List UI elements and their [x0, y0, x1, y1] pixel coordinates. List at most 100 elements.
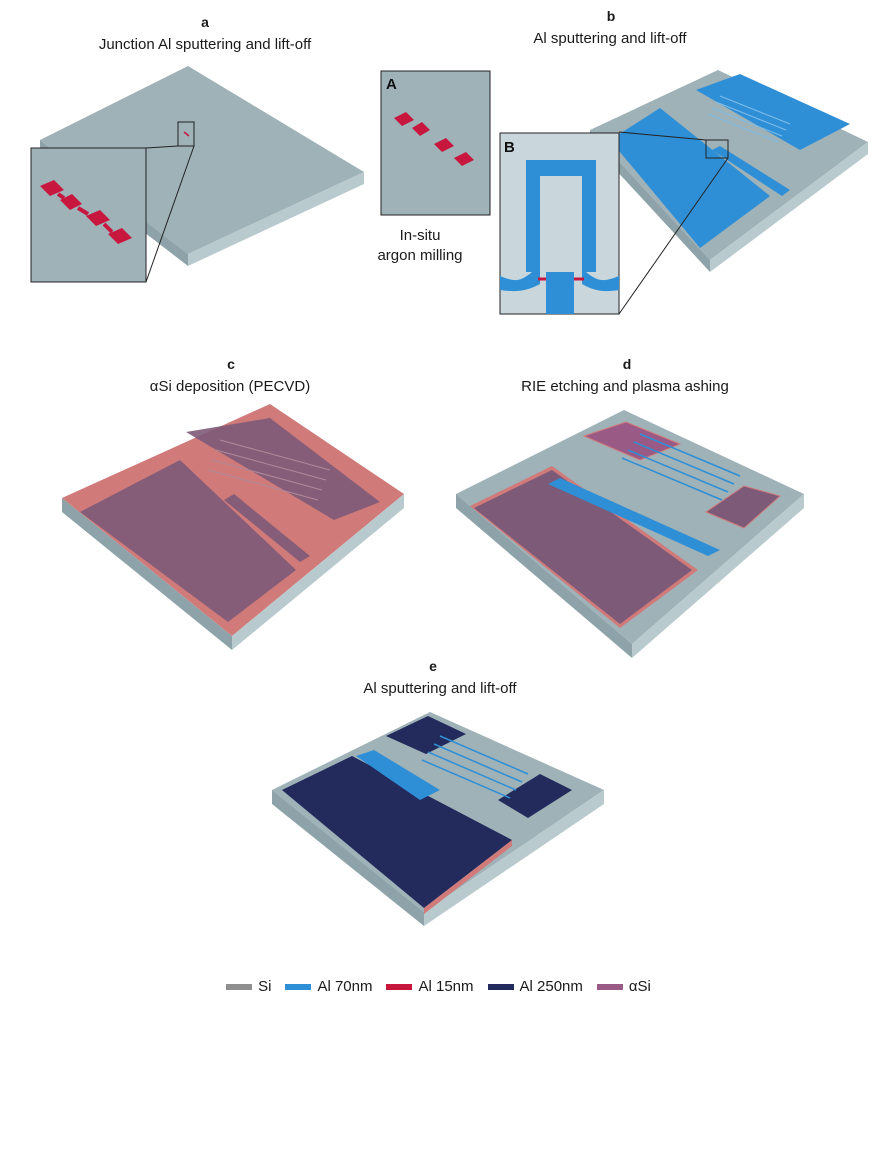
panel-d-large-pad-asi	[474, 470, 692, 624]
panel-e-top-pad	[386, 716, 466, 754]
finger	[439, 735, 529, 775]
finger	[421, 759, 511, 799]
legend-item-al15: Al 15nm	[386, 978, 474, 995]
legend-item-si: Si	[226, 978, 271, 995]
panel-a-chip	[30, 66, 364, 283]
panel-d-chip-front	[632, 494, 804, 658]
panel-e-feedline	[356, 750, 440, 800]
panel-c-chip-front	[232, 494, 404, 650]
panel-c-feedline	[224, 494, 310, 562]
legend-item-al70: Al 70nm	[285, 978, 372, 995]
legend-swatch-asi	[596, 983, 623, 990]
panel-a-chip-top	[40, 66, 364, 254]
inset-a-pad-4	[454, 152, 474, 166]
panel-e-right-pad	[498, 774, 572, 818]
inset-a-pads	[394, 112, 474, 166]
panel-b-chip-left	[590, 130, 710, 272]
legend-label-al70: Al 70nm	[317, 978, 373, 995]
panel-a-zoom-line-top	[145, 145, 179, 149]
finger	[621, 457, 723, 501]
legend-label-al250: Al 250nm	[519, 978, 583, 995]
panel-d-right-pad	[704, 485, 782, 529]
inset-b-squid-loop	[526, 160, 596, 272]
bridge-2	[76, 206, 90, 216]
panel-a-chip-front	[188, 172, 364, 266]
inset-a-label: A	[386, 76, 397, 93]
legend-swatch-al15	[386, 983, 413, 990]
legend-swatch-al250	[487, 983, 514, 990]
panel-c-capacitor-fingers	[207, 439, 331, 501]
panel-a-inset	[30, 147, 147, 283]
finger	[433, 743, 523, 783]
legend-swatch-si	[226, 983, 253, 990]
panel-b-letter: b	[606, 8, 616, 24]
panel-d-capacitor-fingers	[621, 433, 741, 501]
panel-b-inset-a: A	[380, 70, 491, 216]
panel-e-large-pad	[282, 756, 512, 908]
panel-c-letter: c	[227, 356, 235, 372]
panel-a-zoom-line-bottom	[145, 145, 195, 283]
finger	[207, 469, 319, 501]
panel-b-inset-b: B	[499, 132, 620, 315]
finger	[219, 439, 331, 471]
pad-4	[108, 228, 132, 244]
legend-item-asi: αSi	[596, 978, 651, 995]
inset-b-label: B	[504, 139, 515, 156]
panel-d-title: RIE etching and plasma ashing	[521, 378, 729, 395]
finger	[633, 441, 735, 485]
panel-d-chip	[456, 410, 804, 658]
legend-swatch-al70	[285, 983, 312, 990]
panel-c-title: αSi deposition (PECVD)	[149, 378, 311, 395]
pad-1	[40, 180, 64, 196]
inset-a-pad-1	[394, 112, 414, 126]
panel-e-chip-left	[272, 790, 424, 926]
panel-b-title: Al sputtering and lift-off	[533, 30, 687, 47]
argon-note-line1: In-situ	[399, 227, 441, 244]
finger	[211, 459, 323, 491]
panel-b-zoom-line-top	[618, 131, 707, 141]
inset-a-pad-3	[434, 138, 454, 152]
panel-e-chip-front	[424, 790, 604, 926]
panel-c-chip-left	[62, 498, 232, 650]
legend-label-si: Si	[258, 978, 272, 995]
inset-b-right-lead	[582, 272, 619, 292]
pad-3	[86, 210, 110, 226]
legend-item-al250: Al 250nm	[487, 978, 583, 995]
panel-e-capacitor-fingers	[421, 735, 529, 799]
panel-d-feedline	[548, 478, 720, 556]
panel-d-chip-left	[456, 494, 632, 658]
inset-b-bottom-lead	[546, 272, 574, 314]
panel-b-top-pad	[696, 74, 850, 150]
finger	[427, 751, 517, 791]
panel-e-large-pad-edge	[424, 840, 512, 914]
argon-milling-note: In-situ argon milling	[360, 226, 480, 266]
panel-c-large-pad	[80, 460, 296, 622]
panel-b-zoom-marker	[705, 139, 729, 159]
panel-b-feedline	[712, 146, 790, 196]
inset-b-left-lead	[500, 272, 540, 292]
inset-a-pad-2	[412, 122, 430, 136]
legend-label-asi: αSi	[628, 978, 651, 995]
legend: Si Al 70nm Al 15nm Al 250nm αSi	[0, 978, 877, 995]
legend-label-al15: Al 15nm	[418, 978, 474, 995]
panel-a-junction-pads	[40, 180, 132, 244]
finger	[711, 107, 783, 137]
finger	[707, 113, 779, 143]
bridge-1	[56, 192, 66, 200]
panel-a-title: Junction Al sputtering and lift-off	[98, 36, 312, 53]
pad-2	[60, 194, 82, 210]
panel-e-title: Al sputtering and lift-off	[363, 680, 517, 697]
finger	[215, 449, 327, 481]
panel-b-large-pad	[610, 108, 770, 248]
bridge-3	[102, 222, 114, 234]
panel-a-letter: a	[201, 14, 209, 30]
panel-b-chip-front	[710, 142, 868, 272]
panel-a-zoom-marker	[177, 121, 195, 147]
inset-a-frame	[380, 70, 491, 216]
panel-e-chip	[272, 712, 604, 926]
panel-e-letter: e	[429, 658, 437, 674]
argon-note-line2: argon milling	[377, 247, 463, 264]
finger	[639, 433, 741, 477]
panel-c-chip	[62, 404, 404, 650]
